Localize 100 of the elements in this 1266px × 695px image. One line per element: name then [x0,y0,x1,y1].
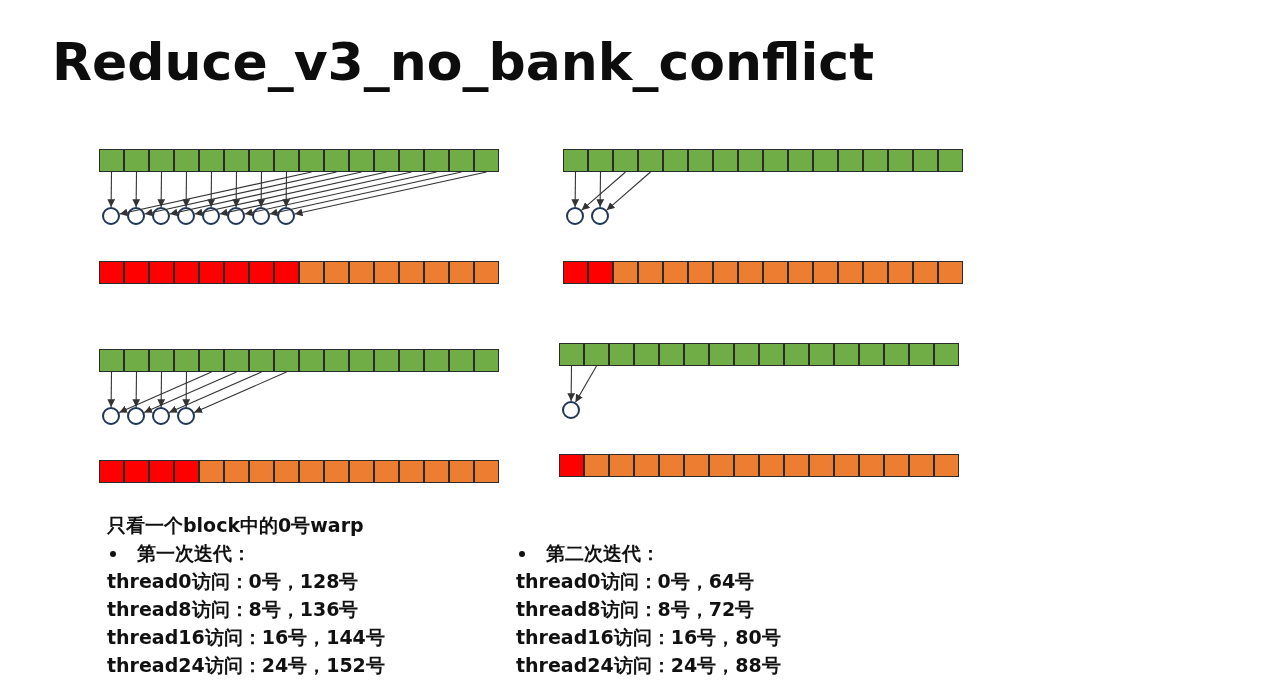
note-heading: 只看一个block中的0号warp [107,513,364,537]
slide-title: Reduce_v3_no_bank_conflict [52,32,874,92]
array-cell [399,149,424,172]
arrow [244,171,438,217]
array-cell [274,261,299,284]
array-cell [274,349,299,372]
arrow [574,365,598,403]
array-cell [349,460,374,483]
array-cell [559,454,584,477]
array-cell [763,261,788,284]
array-cell [709,343,734,366]
array-cell [224,349,249,372]
arrow [294,171,488,217]
arrow [571,171,580,208]
array-cell [859,454,884,477]
circle [277,207,295,225]
array-cell [199,349,224,372]
array-cell [149,149,174,172]
array-cell [688,149,713,172]
circle [227,207,245,225]
array-cell [909,454,934,477]
array-cell [474,349,499,372]
array-cell [734,454,759,477]
array-cell [199,261,224,284]
array-cell [763,149,788,172]
arrow [119,171,313,217]
arrow [144,171,338,217]
note-text: thread8访问：8号，72号 [516,597,755,621]
array-cell [474,261,499,284]
bullet-heading: 第二次迭代： [546,541,660,565]
array-cell [424,149,449,172]
arrow [581,171,627,211]
array-cell [738,149,763,172]
array-cell [374,349,399,372]
array-cell [888,149,913,172]
array-cell [149,261,174,284]
array-cell [324,261,349,284]
arrow [282,171,291,208]
circle [177,207,195,225]
array-cell [174,460,199,483]
array-cell [324,149,349,172]
arrow [193,371,288,413]
array-cell [784,343,809,366]
arrow [269,171,463,217]
array-cell [324,349,349,372]
array-cell [324,460,349,483]
arrow [157,171,166,208]
arrow [132,171,141,208]
array-cell [99,149,124,172]
array-cell [199,149,224,172]
array-cell [424,261,449,284]
arrow [207,171,216,208]
array-cell [863,261,888,284]
array-cell [613,261,638,284]
array-cell [399,261,424,284]
array-cell [563,261,588,284]
array-cell [449,349,474,372]
circle [152,207,170,225]
array-cell [813,261,838,284]
array-cell [838,149,863,172]
array-cell [838,261,863,284]
array-cell [888,261,913,284]
array-cell [224,261,249,284]
array-cell [934,454,959,477]
array-cell [299,460,324,483]
note-text: thread16访问：16号，144号 [107,625,385,649]
array-cell [784,454,809,477]
array-cell [449,149,474,172]
array-cell [809,343,834,366]
note-text: thread0访问：0号，128号 [107,569,359,593]
note-text: thread24访问：24号，152号 [107,653,385,677]
array-cell [809,454,834,477]
arrow [107,371,116,408]
array-cell [124,261,149,284]
arrow [132,371,141,408]
array-cell [474,149,499,172]
array-cell [709,454,734,477]
arrow [257,171,266,208]
array-cell [563,149,588,172]
array-cell [374,460,399,483]
circle [127,407,145,425]
array-cell [374,261,399,284]
arrow [143,371,238,413]
array-cell [224,460,249,483]
array-cell [638,149,663,172]
array-cell [884,454,909,477]
note-text: thread8访问：8号，136号 [107,597,359,621]
array-cell [813,149,838,172]
array-cell [588,149,613,172]
array-cell [199,460,224,483]
circle [177,407,195,425]
array-cell [684,343,709,366]
array-cell [174,261,199,284]
array-cell [634,343,659,366]
arrow [169,171,363,217]
arrow [219,171,413,217]
circle [127,207,145,225]
array-cell [249,149,274,172]
arrow [182,171,191,208]
array-cell [634,454,659,477]
